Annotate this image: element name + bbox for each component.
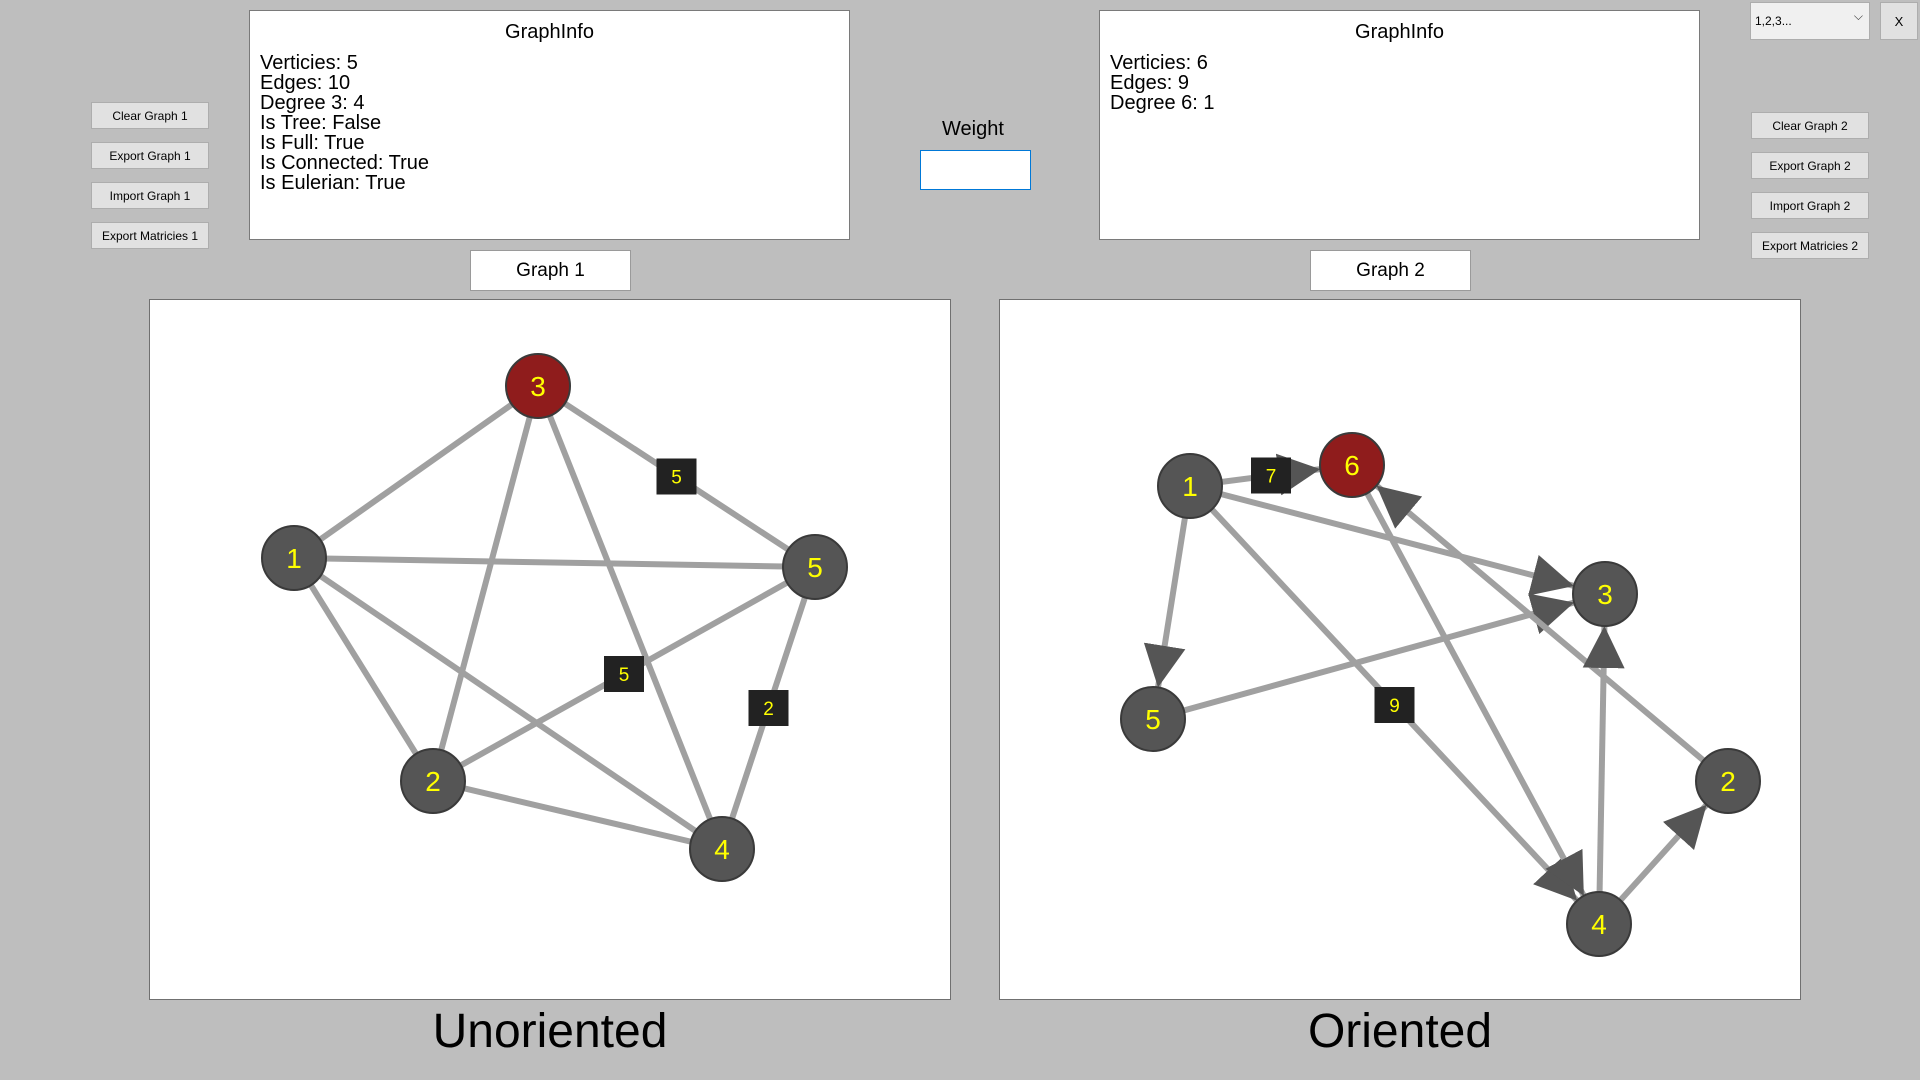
graph1-node-circle [782,534,848,600]
graph1-edge-1-4[interactable] [292,555,724,852]
graph2-edge-1-3[interactable] [1189,483,1575,596]
graph2-edge-1-5[interactable] [1143,485,1193,688]
graph2-edge-5-3[interactable] [1152,593,1575,722]
mode-select[interactable]: 1,2,3... ⌵ [1750,2,1870,40]
graph2-info-panel: GraphInfo Verticies: 6 Edges: 9 Degree 6… [1099,10,1700,240]
graph1-caption: Unoriented [432,1005,668,1058]
graph1-label: Graph 1 [470,250,631,291]
graph2-node-label: 3 [1597,579,1613,610]
graph2-node-5[interactable]: 5 [1120,686,1186,752]
graph1-node-4[interactable]: 4 [689,816,755,882]
graph1-edge-weight[interactable]: 2 [748,690,789,726]
graph1-edge-2-4[interactable] [432,778,723,852]
graph2-node-circle [1120,686,1186,752]
graph1-info-line: Is Tree: False [260,112,382,134]
graph1-edge-1-2[interactable] [291,556,436,783]
graph2-node-label: 6 [1344,450,1360,481]
graph1-node-label: 2 [425,766,441,797]
export-graph-1-button[interactable]: Export Graph 1 [91,142,209,169]
graph2-label: Graph 2 [1310,250,1471,291]
graph1-info-panel: GraphInfo Verticies: 5 Edges: 10 Degree … [249,10,850,240]
graph2-node-6[interactable]: 6 [1319,432,1385,498]
graph1-edge-3-4[interactable] [535,384,725,851]
graph1-node-3[interactable]: 3 [505,353,571,419]
weight-label: Weight [942,118,1004,140]
graph1-edge-weight-label: 5 [671,468,682,489]
graph2-edge-weight[interactable]: 9 [1374,687,1415,723]
graph1-edge-1-5[interactable] [293,555,816,570]
graph2-info-line: Edges: 9 [1110,72,1189,94]
graph1-edge-1-3[interactable] [292,383,540,561]
graph1-node-2[interactable]: 2 [400,748,466,814]
graph2-node-circle [1695,748,1761,814]
graph2-node-circle [1572,561,1638,627]
graph1-info-lines: Verticies: 5 Edges: 10 Degree 3: 4 Is Tr… [260,53,429,193]
graph1-node-circle [261,525,327,591]
export-graph-2-button[interactable]: Export Graph 2 [1751,152,1869,179]
graph2-edge-4-3[interactable] [1582,625,1625,925]
graph2-edge-weight-box [1251,457,1291,494]
graph1-info-line: Is Eulerian: True [260,172,406,194]
graph1-info-line: Degree 3: 4 [260,92,365,114]
graph1-edge-weight-box [748,690,789,726]
graph1-node-5[interactable]: 5 [782,534,848,600]
graph2-node-label: 2 [1720,766,1736,797]
graph1-edge-weight-label: 2 [763,699,774,720]
clear-graph-2-button[interactable]: Clear Graph 2 [1751,112,1869,139]
graph2-node-label: 5 [1145,704,1161,735]
graph2-edge-weight-label: 7 [1266,467,1277,488]
graph1-info-line: Is Connected: True [260,152,429,174]
graph1-node-1[interactable]: 1 [261,525,327,591]
graph1-node-circle [505,353,571,419]
graph2-info-line: Verticies: 6 [1110,52,1208,74]
graph2-node-1[interactable]: 1 [1157,453,1223,519]
graph1-edge-3-2[interactable] [430,385,541,782]
graph2-edge-weight-box [1374,687,1415,723]
weight-input[interactable] [920,150,1031,190]
graph2-info-title: GraphInfo [1355,21,1444,43]
graph2-node-3[interactable]: 3 [1572,561,1638,627]
graph2-svg[interactable]: 1 6 3 5 2 4 7 9 [1000,300,1800,999]
graph2-edge-6-4[interactable] [1349,463,1587,898]
graph1-node-circle [400,748,466,814]
graph2-node-circle [1566,891,1632,957]
chevron-down-icon: ⌵ [1853,9,1863,23]
graph1-node-label: 4 [714,834,730,865]
clear-graph-1-button[interactable]: Clear Graph 1 [91,102,209,129]
graph1-edge-weight-box [656,458,697,495]
graph1-info-line: Edges: 10 [260,72,351,94]
export-matricies-1-button[interactable]: Export Matricies 1 [91,222,209,249]
mode-select-value: 1,2,3... [1755,14,1792,28]
import-graph-1-button[interactable]: Import Graph 1 [91,182,209,209]
graph2-edge-weight-label: 9 [1389,696,1400,717]
import-graph-2-button[interactable]: Import Graph 2 [1751,192,1869,219]
graph2-canvas[interactable]: 1 6 3 5 2 4 7 9 [999,299,1801,1000]
graph2-edge-weight[interactable]: 7 [1251,457,1291,494]
graph1-node-circle [689,816,755,882]
graph2-edge-2-6[interactable] [1374,483,1730,784]
graph1-node-label: 1 [286,543,302,574]
graph2-caption: Oriented [1307,1005,1493,1058]
graph1-canvas[interactable]: 1 2 3 4 5 5 5 2 [149,299,951,1000]
graph1-node-label: 3 [530,371,546,402]
graph2-info-lines: Verticies: 6 Edges: 9 Degree 6: 1 [1110,53,1215,113]
graph1-svg[interactable]: 1 2 3 4 5 5 5 2 [150,300,950,999]
graph2-node-circle [1319,432,1385,498]
graph1-edge-weight[interactable]: 5 [604,656,644,692]
graph2-node-label: 4 [1591,909,1607,940]
graph2-info-line: Degree 6: 1 [1110,92,1215,114]
graph1-node-label: 5 [807,552,823,583]
graph2-node-circle [1157,453,1223,519]
graph1-info-line: Verticies: 5 [260,52,358,74]
graph1-edge-weight-box [604,656,644,692]
graph2-node-4[interactable]: 4 [1566,891,1632,957]
graph1-info-line: Is Full: True [260,132,365,154]
graph2-node-2[interactable]: 2 [1695,748,1761,814]
export-matricies-2-button[interactable]: Export Matricies 2 [1751,232,1869,259]
graph2-node-label: 1 [1182,471,1198,502]
graph1-edge-weight[interactable]: 5 [656,458,697,495]
graph1-edge-weight-label: 5 [619,665,630,686]
close-button[interactable]: X [1880,2,1918,40]
graph1-info-title: GraphInfo [505,21,594,43]
